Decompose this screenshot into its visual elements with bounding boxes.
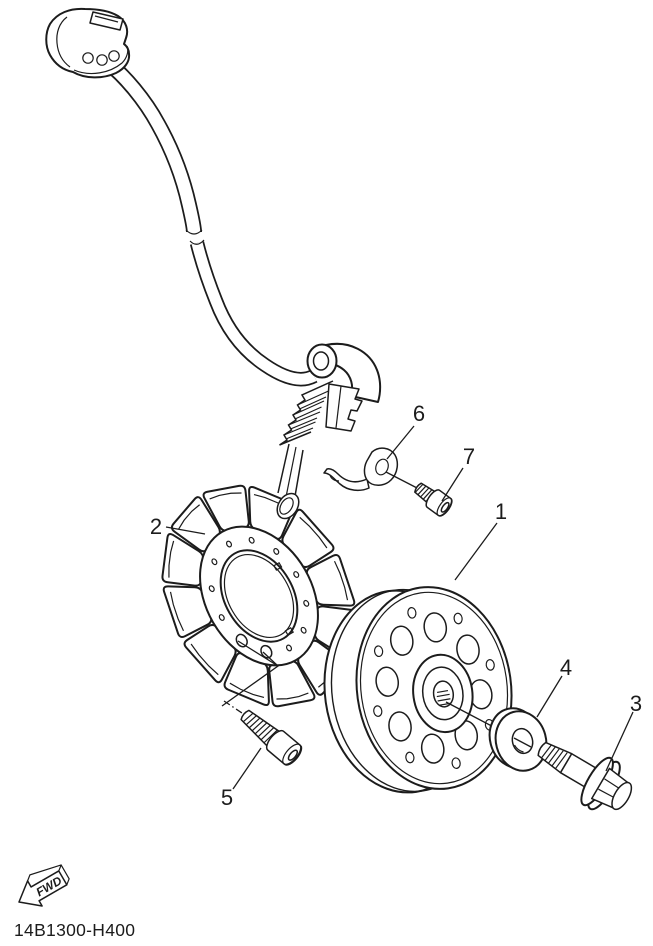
stator-hole bbox=[285, 644, 293, 652]
stator-coil bbox=[223, 652, 270, 707]
stator-coil bbox=[170, 496, 221, 553]
stator-tabs bbox=[273, 561, 295, 636]
rotor-bore-threads bbox=[436, 689, 451, 706]
stator-coil bbox=[183, 623, 237, 684]
rotor-hole-small bbox=[405, 752, 414, 764]
stator-hole bbox=[300, 626, 307, 634]
callouts: 1 2 3 4 5 6 7 bbox=[150, 401, 642, 810]
rotor-hole-small bbox=[486, 659, 495, 671]
callout-2: 2 bbox=[150, 514, 162, 539]
callout-6: 6 bbox=[413, 401, 425, 426]
grommet-assembly bbox=[276, 342, 382, 520]
stator-hole bbox=[218, 614, 225, 621]
rotor-hole-small bbox=[407, 607, 416, 619]
stator-assembly bbox=[161, 484, 357, 708]
callout-3: 3 bbox=[630, 691, 642, 716]
stator-coil bbox=[305, 554, 356, 607]
rotor-hole-small bbox=[373, 705, 382, 717]
stator-coil bbox=[281, 508, 335, 569]
screw5-axis-lines bbox=[221, 640, 280, 716]
rotor-hole-large bbox=[389, 625, 415, 657]
rotor-hole-large bbox=[387, 711, 413, 743]
flange-bolt bbox=[537, 741, 633, 811]
callout-1: 1 bbox=[495, 499, 507, 524]
rotor-holes bbox=[360, 597, 508, 778]
callout-5: 5 bbox=[221, 785, 233, 810]
stator-coil bbox=[162, 585, 213, 638]
fwd-marker: FWD bbox=[18, 864, 70, 907]
wire-clamp-bracket bbox=[323, 447, 399, 492]
stator-hole bbox=[225, 540, 233, 548]
stator-tab bbox=[273, 561, 283, 571]
rotor-hole-large bbox=[420, 733, 446, 765]
rotor-hole-small bbox=[451, 757, 460, 769]
screw-7 bbox=[414, 482, 453, 517]
callout-7: 7 bbox=[463, 444, 475, 469]
rotor-hole-small bbox=[374, 645, 383, 657]
stator-coils bbox=[161, 484, 357, 708]
bolt-axis-line-hole bbox=[513, 737, 532, 748]
leader-lines bbox=[165, 425, 634, 790]
stator-hole bbox=[208, 585, 215, 593]
screw-5 bbox=[240, 709, 303, 766]
rotor-assembly bbox=[312, 577, 525, 803]
rotor-hole-small bbox=[453, 613, 462, 625]
rotor-hole-large bbox=[422, 612, 448, 644]
rotor-hole-large bbox=[455, 634, 481, 666]
rotor-hole-large bbox=[374, 666, 400, 698]
stator-hole bbox=[211, 558, 218, 566]
stator-hole bbox=[303, 599, 310, 607]
stator-hole bbox=[273, 547, 280, 555]
stator-tab bbox=[284, 626, 295, 636]
stator-hole bbox=[293, 571, 300, 578]
part-code: 14B1300-H400 bbox=[14, 920, 135, 940]
stator-hole bbox=[248, 536, 255, 544]
harness-cable bbox=[101, 55, 318, 387]
connector bbox=[45, 7, 131, 79]
screw7-axis-line bbox=[385, 471, 420, 490]
stator-mount-holes bbox=[208, 536, 310, 659]
callout-4: 4 bbox=[560, 655, 572, 680]
stator-hole bbox=[235, 633, 248, 648]
